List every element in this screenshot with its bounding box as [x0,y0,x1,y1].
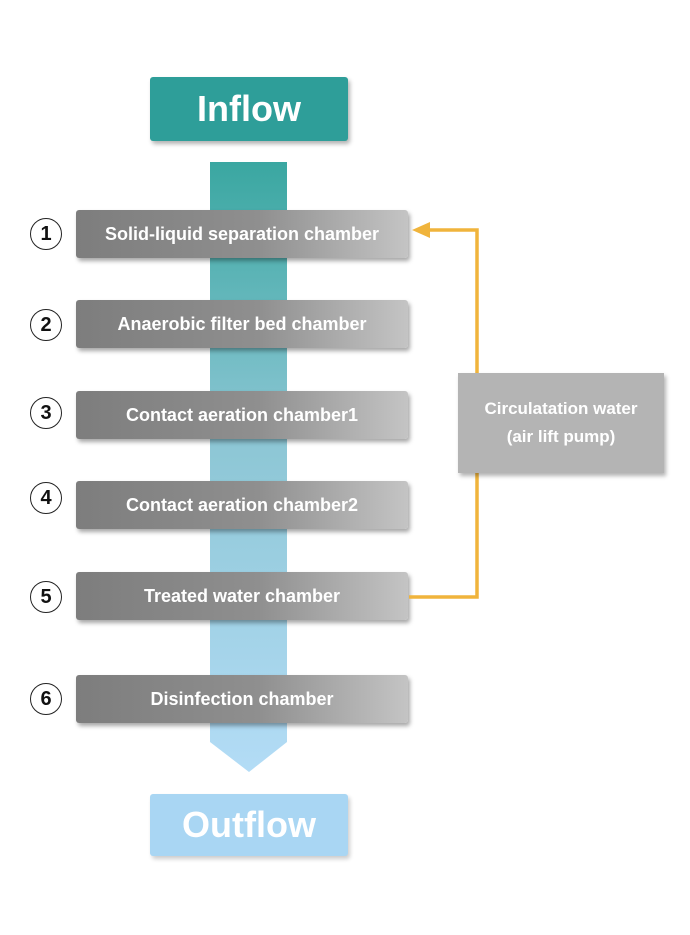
chamber-treated-water: Treated water chamber [76,572,408,620]
step-number-5: 5 [30,581,62,613]
step-number-1: 1 [30,218,62,250]
chamber-disinfection: Disinfection chamber [76,675,408,723]
step-number-2: 2 [30,309,62,341]
outflow-box: Outflow [150,794,348,856]
circulation-label-line1: Circulatation water [484,399,638,418]
chamber-contact-aeration-2: Contact aeration chamber2 [76,481,408,529]
circulation-arrowhead-icon [412,222,430,238]
chamber-contact-aeration-1: Contact aeration chamber1 [76,391,408,439]
inflow-box: Inflow [150,77,348,141]
chamber-anaerobic-filter-bed: Anaerobic filter bed chamber [76,300,408,348]
circulation-water-box: Circulatation water (air lift pump) [458,373,664,473]
circulation-label-line2: (air lift pump) [506,427,616,446]
step-number-6: 6 [30,683,62,715]
step-number-4: 4 [30,482,62,514]
chamber-solid-liquid-separation: Solid-liquid separation chamber [76,210,408,258]
step-number-3: 3 [30,397,62,429]
